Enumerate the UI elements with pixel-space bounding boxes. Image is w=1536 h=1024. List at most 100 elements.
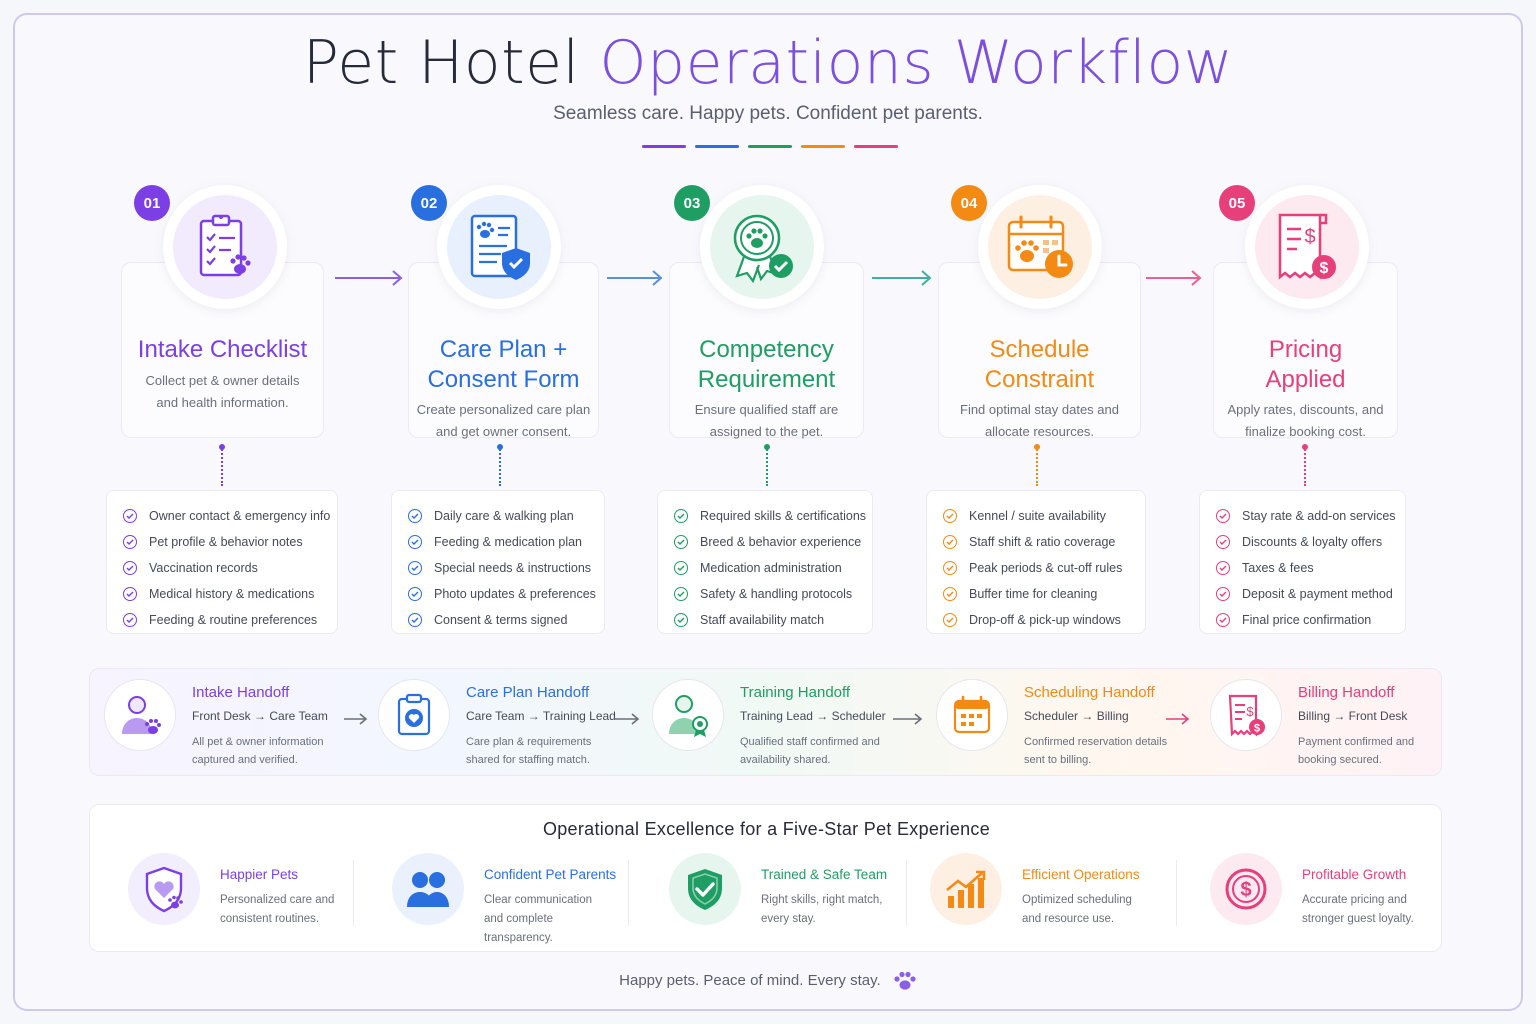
list-item: Feeding & routine preferences — [123, 607, 337, 633]
divider — [628, 860, 629, 926]
dollar-coin-icon: $ — [1225, 868, 1267, 910]
benefit-profitable-growth: $ Profitable Growth Accurate pricing and… — [1210, 853, 1440, 933]
handoff-desc: Confirmed reservation details sent to bi… — [1024, 736, 1168, 766]
handoff-desc: Payment confirmed and booking secured. — [1298, 736, 1415, 766]
connector-3 — [764, 444, 770, 486]
list-item: Final price confirmation — [1216, 607, 1405, 633]
invoice-dollar-icon: $ $ — [1278, 213, 1336, 280]
connector-2 — [497, 444, 503, 486]
excellence-title: Operational Excellence for a Five-Star P… — [542, 819, 991, 839]
stage-title-4-line2: Constraint — [984, 366, 1095, 393]
list-item: Daily care & walking plan — [408, 503, 604, 529]
handoff-title: Intake Handoff — [192, 684, 290, 701]
paw-icon — [894, 971, 916, 990]
handoff-training: Training Handoff Training Lead → Schedul… — [652, 679, 892, 767]
stage-icon-wrap-2 — [437, 185, 561, 309]
list-item: Medical history & medications — [123, 581, 337, 607]
handoff-title: Care Plan Handoff — [466, 684, 590, 701]
stage-desc-4: Find optimal stay dates and allocate reso… — [938, 399, 1141, 443]
stage-desc-5-line1: Apply rates, discounts, and — [1227, 402, 1384, 417]
svg-text:$: $ — [1246, 704, 1254, 719]
list-item: Kennel / suite availability — [943, 503, 1145, 529]
benefit-desc: Optimized scheduling and resource use. — [1022, 894, 1132, 925]
list-item: Pet profile & behavior notes — [123, 529, 337, 555]
calendar-clock-icon — [1007, 215, 1073, 278]
list-item: Required skills & certifications — [674, 503, 872, 529]
award-badge-icon — [733, 214, 793, 284]
stage-desc-3-line1: Ensure qualified staff are — [694, 402, 839, 417]
benefit-desc: Right skills, right match, every stay. — [761, 894, 883, 925]
footer: Happy pets. Peace of mind. Every stay. — [0, 970, 1536, 992]
divider — [353, 860, 354, 926]
stage-icon-wrap-4 — [978, 185, 1102, 309]
stage-number-5: 05 — [1219, 185, 1255, 221]
stage-desc-4-line1: Find optimal stay dates and — [960, 402, 1119, 417]
benefit-efficient-operations: Efficient Operations Optimized schedulin… — [930, 853, 1160, 933]
benefit-desc: Accurate pricing and stronger guest loya… — [1302, 894, 1414, 925]
handoff-billing: $ $ Billing Handoff Billing → Front Desk… — [1210, 679, 1436, 767]
handoff-route: Scheduler → Billing — [1024, 709, 1129, 723]
flow-arrow-1 — [335, 270, 403, 286]
list-item: Consent & terms signed — [408, 607, 604, 633]
list-item: Stay rate & add-on services — [1216, 503, 1405, 529]
checklist-care-plan: Daily care & walking plan Feeding & medi… — [391, 490, 605, 634]
benefit-title: Happier Pets — [220, 867, 299, 882]
flow-arrow-3 — [872, 270, 932, 286]
stage-title-1-line1: Intake Checklist — [137, 336, 308, 363]
handoff-arrow-4 — [1166, 713, 1190, 725]
list-item: Buffer time for cleaning — [943, 581, 1145, 607]
color-bars — [642, 145, 898, 148]
handoff-panel: Intake Handoff Front Desk → Care Team Al… — [89, 668, 1442, 776]
handoff-route: Front Desk → Care Team — [192, 709, 328, 723]
checklist-intake: Owner contact & emergency info Pet profi… — [106, 490, 338, 634]
stage-icon-wrap-5: $ $ — [1245, 185, 1369, 309]
receipt-dollar-icon: $ $ — [1228, 694, 1265, 737]
stage-number-4: 04 — [951, 185, 987, 221]
handoff-title: Billing Handoff — [1298, 684, 1395, 701]
clipboard-heart-icon — [397, 693, 431, 736]
stage-desc-1-line1: Collect pet & owner details — [145, 373, 300, 388]
benefit-confident-parents: Confident Pet Parents Clear communicatio… — [392, 853, 622, 944]
stage-title-4-line1: Schedule — [989, 336, 1090, 363]
clipboard-paw-icon — [199, 214, 251, 277]
handoff-scheduling: Scheduling Handoff Scheduler → Billing C… — [936, 679, 1176, 767]
benefit-trained-team: Trained & Safe Team Right skills, right … — [669, 853, 899, 933]
stage-title-5-line1: Pricing — [1268, 336, 1343, 363]
flow-arrow-4 — [1146, 270, 1202, 286]
stage-desc-2-line2: and get owner consent. — [435, 424, 572, 439]
checklist-pricing: Stay rate & add-on services Discounts & … — [1199, 490, 1406, 634]
stage-title-2-line1: Care Plan + — [439, 336, 568, 363]
stage-title-2: Care Plan +Consent Form — [408, 335, 599, 395]
stage-desc-4-line2: allocate resources. — [984, 424, 1095, 439]
handoff-arrow-3 — [893, 713, 923, 725]
stage-number-1: 01 — [134, 185, 170, 221]
stage-number-2: 02 — [411, 185, 447, 221]
heart-shield-paw-icon — [145, 866, 183, 913]
checklist-competency: Required skills & certifications Breed &… — [657, 490, 873, 634]
benefit-desc: Personalized care and consistent routine… — [220, 894, 335, 925]
handoff-route: Care Team → Training Lead — [466, 709, 616, 723]
person-award-icon — [669, 695, 708, 737]
list-item: Taxes & fees — [1216, 555, 1405, 581]
connector-4 — [1034, 444, 1040, 486]
stage-desc-2-line1: Create personalized care plan — [416, 402, 591, 417]
list-item: Discounts & loyalty offers — [1216, 529, 1405, 555]
list-item: Vaccination records — [123, 555, 337, 581]
list-item: Special needs & instructions — [408, 555, 604, 581]
benefit-title: Confident Pet Parents — [484, 867, 617, 882]
handoff-arrow-1 — [344, 713, 368, 725]
handoff-desc: All pet & owner information captured and… — [192, 736, 324, 766]
page-title: Pet Hotel Operations Workflow — [0, 28, 1536, 98]
list-item: Feeding & medication plan — [408, 529, 604, 555]
handoff-title: Scheduling Handoff — [1024, 684, 1155, 701]
connector-5 — [1302, 444, 1308, 486]
list-item: Photo updates & preferences — [408, 581, 604, 607]
handoff-desc: Qualified staff confirmed and availabili… — [740, 736, 880, 766]
connector-1 — [219, 444, 225, 486]
title-accent: Operations Workflow — [599, 28, 1234, 98]
list-item: Owner contact & emergency info — [123, 503, 337, 529]
stage-title-3-line2: Requirement — [697, 366, 836, 393]
stage-number-3: 03 — [674, 185, 710, 221]
